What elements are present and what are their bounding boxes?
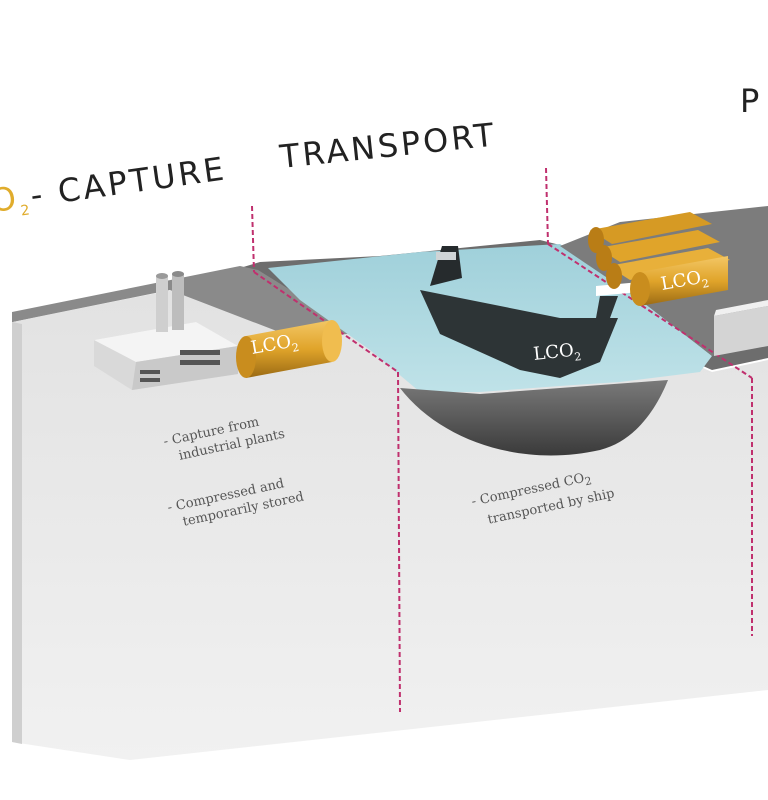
block-left-edge	[12, 322, 22, 744]
ship-label: LCO2	[532, 339, 582, 368]
capture-lco2-tank	[236, 320, 342, 378]
port-building	[714, 300, 768, 356]
transport-ship	[420, 246, 640, 378]
capture-land-surface	[12, 266, 362, 340]
capture-plant	[94, 271, 238, 390]
port-header-partial: P	[740, 82, 763, 120]
divider-capture-transport	[251, 205, 401, 713]
seabed-trough	[400, 380, 668, 456]
divider-transport-port	[545, 167, 753, 636]
port-lco2-tanks	[588, 212, 730, 306]
